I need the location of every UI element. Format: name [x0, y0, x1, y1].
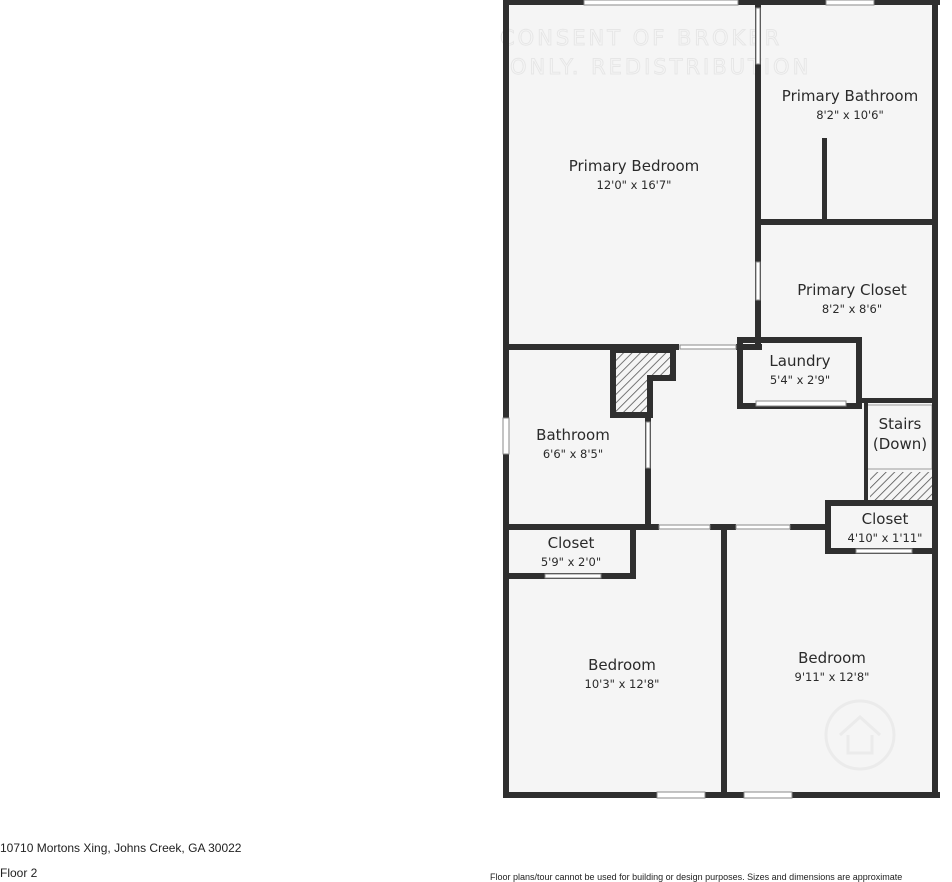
bedroom-left-dims: 10'3" x 12'8" — [585, 677, 660, 691]
bathroom-name: Bathroom — [536, 426, 610, 444]
primary-closet-name: Primary Closet — [797, 281, 907, 299]
primary-bathroom-name: Primary Bathroom — [782, 87, 918, 105]
bedroom-left-name: Bedroom — [588, 656, 656, 674]
hatched-stairs-landing — [870, 472, 932, 500]
primary-closet-dims: 8'2" x 8'6" — [822, 302, 882, 316]
closet-right-name: Closet — [862, 510, 909, 528]
svg-text:CONSENT OF BROKER: CONSENT OF BROKER — [500, 26, 782, 50]
primary-bedroom-name: Primary Bedroom — [569, 157, 700, 175]
disclaimer-text: Floor plans/tour cannot be used for buil… — [490, 872, 903, 882]
primary-bedroom-dims: 12'0" x 16'7" — [597, 178, 672, 192]
bedroom-right-dims: 9'11" x 12'8" — [795, 670, 870, 684]
property-address: 10710 Mortons Xing, Johns Creek, GA 3002… — [0, 841, 242, 855]
closet-right-dims: 4'10" x 1'11" — [848, 531, 923, 545]
walls — [503, 0, 940, 798]
stairs-direction-label: (Down) — [873, 435, 927, 453]
stairs-label: Stairs — [879, 415, 922, 433]
laundry-dims: 5'4" x 2'9" — [770, 373, 830, 387]
svg-text:ONLY. REDISTRIBUTION: ONLY. REDISTRIBUTION — [510, 55, 811, 79]
closet-left-name: Closet — [548, 534, 595, 552]
hatched-shaft-left — [615, 352, 672, 413]
floor-label: Floor 2 — [0, 866, 38, 880]
primary-bathroom-dims: 8'2" x 10'6" — [816, 108, 884, 122]
bathroom-dims: 6'6" x 8'5" — [543, 447, 603, 461]
laundry-name: Laundry — [769, 352, 830, 370]
windows — [502, 0, 913, 799]
closet-left-dims: 5'9" x 2'0" — [541, 555, 601, 569]
bedroom-right-name: Bedroom — [798, 649, 866, 667]
